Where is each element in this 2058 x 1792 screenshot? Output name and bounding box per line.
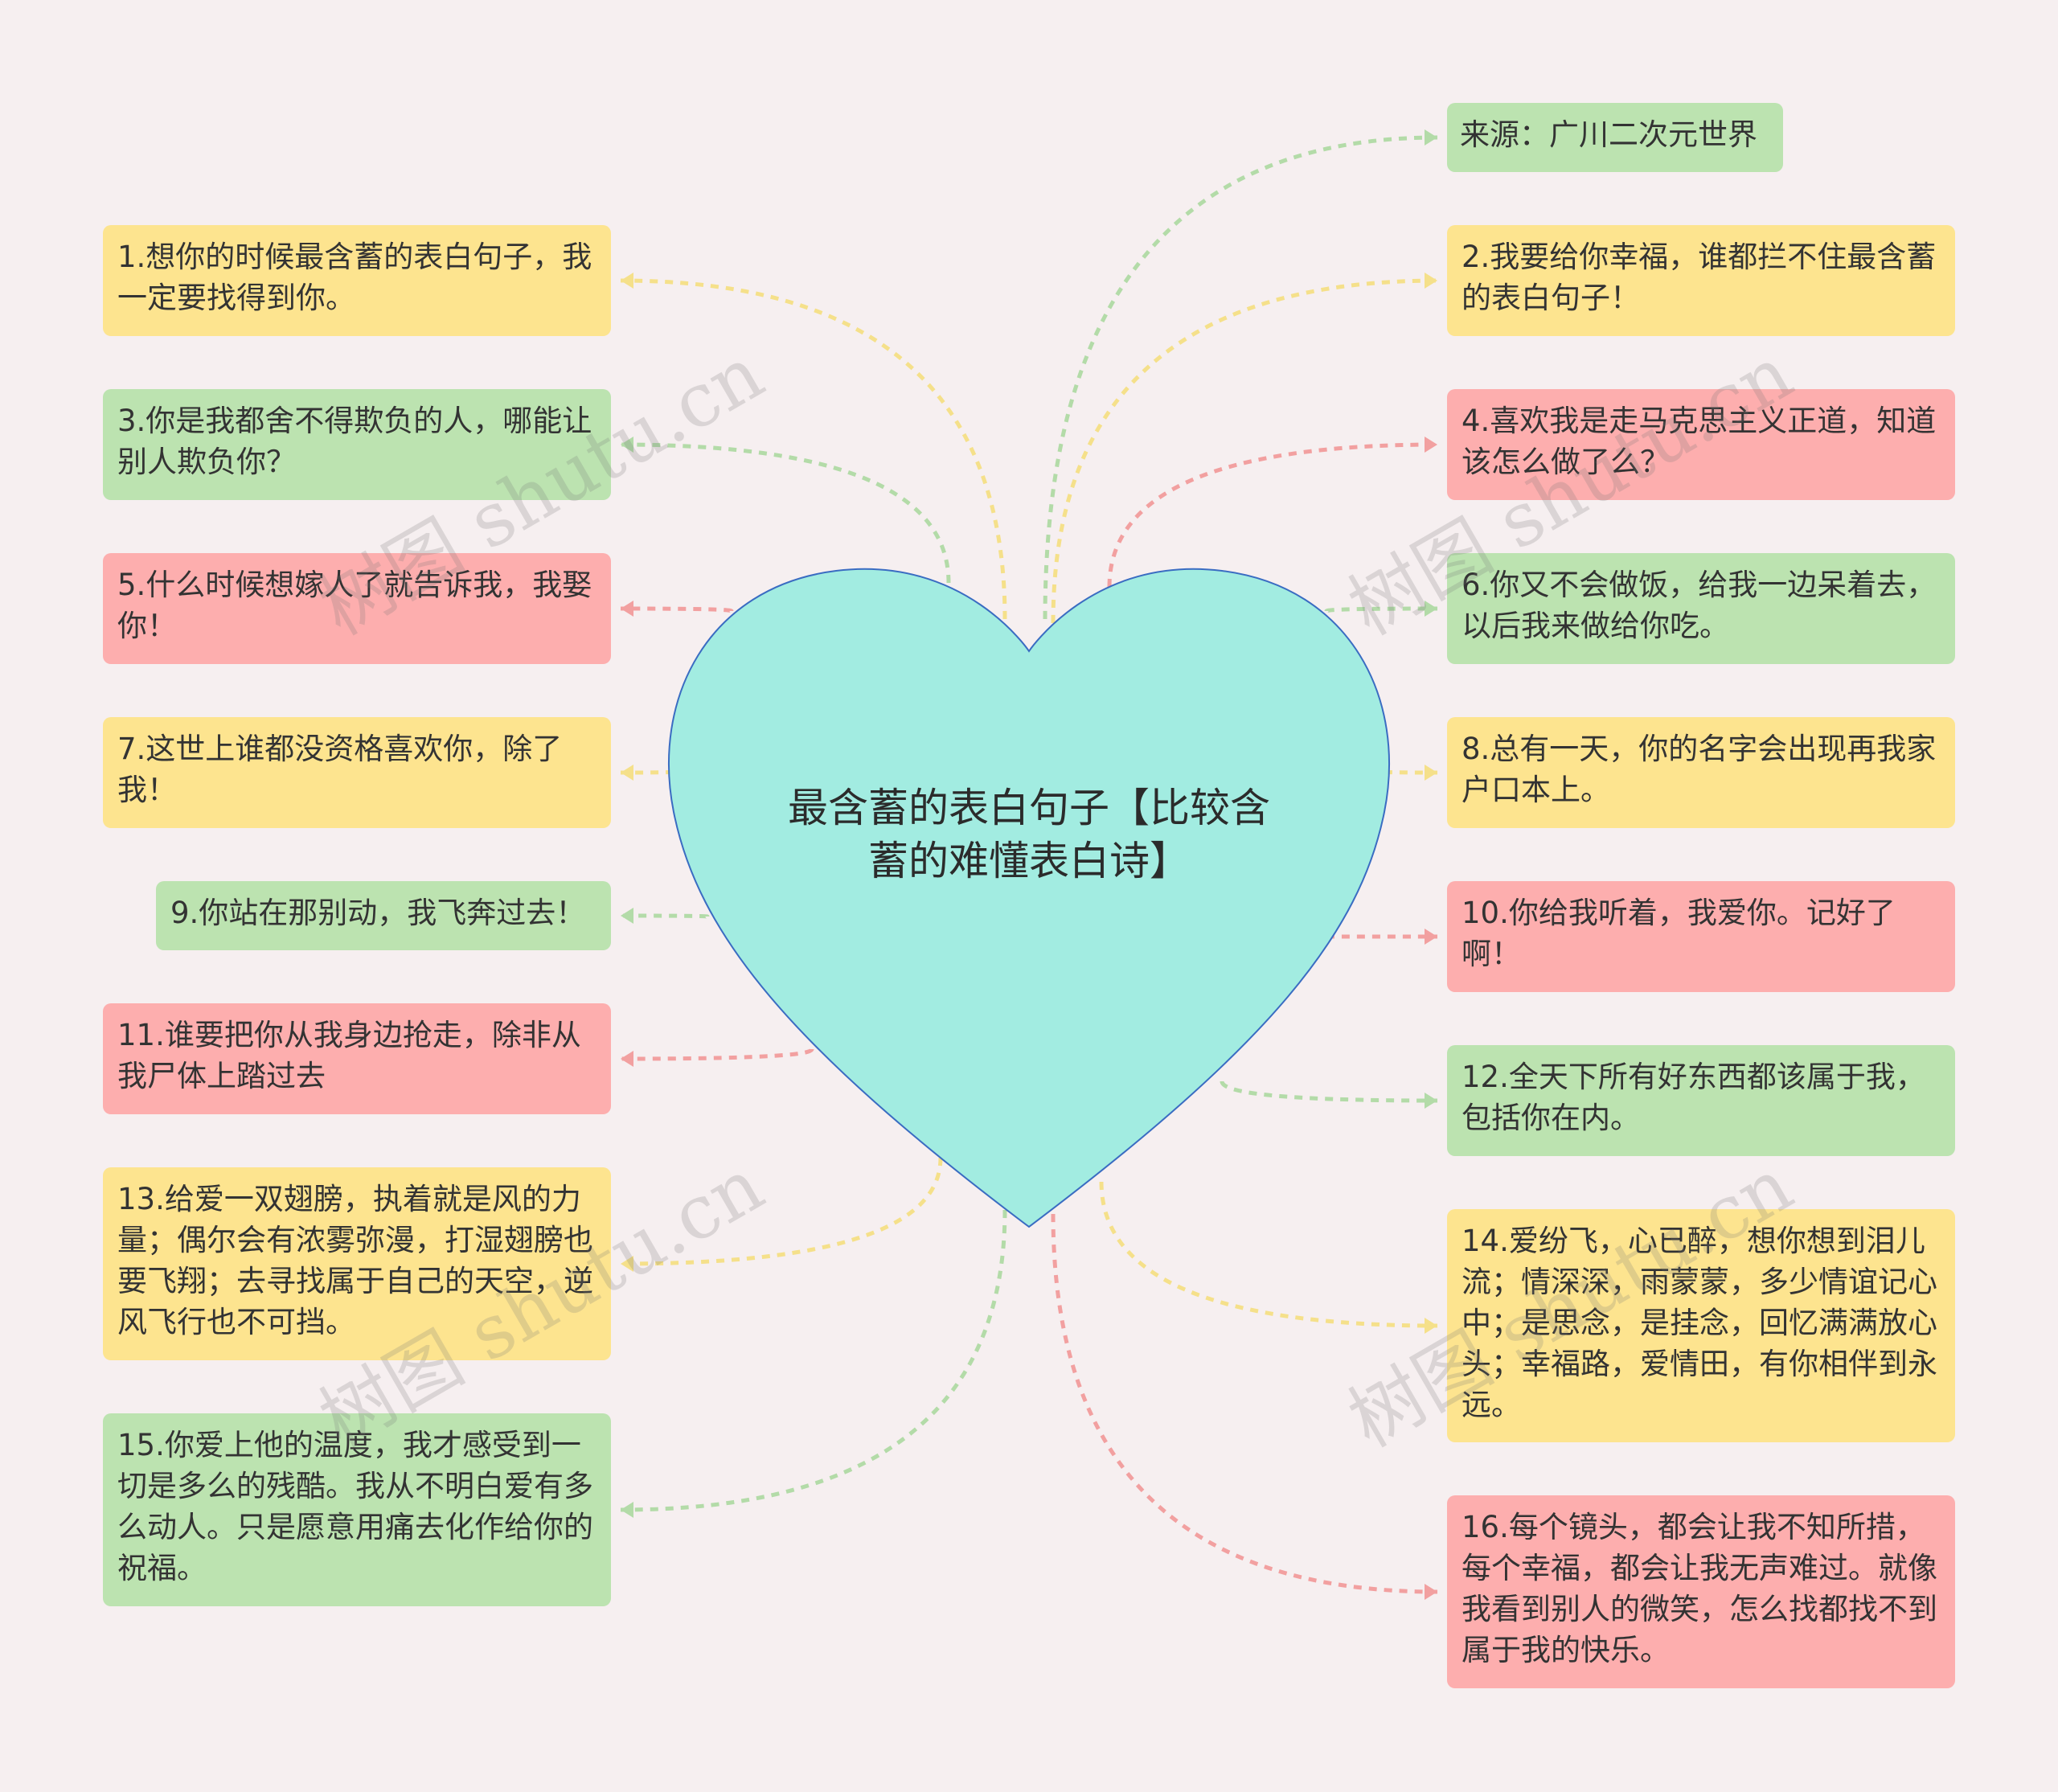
node-8-text: 8.总有一天，你的名字会出现再我家户口本上。 [1462,732,1937,807]
arrowhead-n4 [1425,437,1437,453]
arrowhead-n9 [621,908,633,924]
node-5[interactable]: 5.什么时候想嫁人了就告诉我，我娶你！ [103,553,611,664]
node-2[interactable]: 2.我要给你幸福，谁都拦不住最含蓄的表白句子！ [1447,225,1955,336]
arrowhead-n7 [621,765,633,781]
arrowhead-n11 [621,1051,633,1067]
node-3[interactable]: 3.你是我都舍不得欺负的人，哪能让别人欺负你？ [103,389,611,500]
connector-n12 [1220,1081,1438,1103]
node-6[interactable]: 6.你又不会做饭，给我一边呆着去，以后我来做给你吃。 [1447,553,1955,664]
node-2-text: 2.我要给你幸福，谁都拦不住最含蓄的表白句子！ [1462,240,1937,315]
connector-n2 [1051,278,1438,624]
arrowhead-n2 [1425,273,1437,289]
node-5-text: 5.什么时候想嫁人了就告诉我，我娶你！ [117,568,592,643]
connector-n11 [620,1048,814,1061]
connector-n6 [1324,606,1438,613]
arrowhead-n3 [621,437,633,453]
connector-source [1043,135,1438,620]
arrowhead-n8 [1425,765,1437,781]
arrowhead-n5 [621,601,633,617]
node-14-text: 14.爱纷飞，心已醉，想你想到泪儿流；情深深，雨蒙蒙，多少情谊记心中；是思念，是… [1462,1224,1937,1422]
node-11[interactable]: 11.谁要把你从我身边抢走，除非从我尸体上踏过去 [103,1003,611,1114]
node-11-text: 11.谁要把你从我身边抢走，除非从我尸体上踏过去 [117,1018,581,1093]
node-6-text: 6.你又不会做饭，给我一边呆着去，以后我来做给你吃。 [1462,568,1937,643]
node-1[interactable]: 1.想你的时候最含蓄的表白句子，我一定要找得到你。 [103,225,611,336]
connector-n16 [1051,1213,1438,1594]
node-4-text: 4.喜欢我是走马克思主义正道，知道该怎么做了么？ [1462,404,1937,479]
arrowhead-n16 [1425,1584,1437,1600]
node-9[interactable]: 9.你站在那别动，我飞奔过去！ [156,881,611,950]
arrowhead-source [1425,129,1437,146]
node-10-text: 10.你给我听着，我爱你。记好了啊！ [1462,896,1896,971]
connector-lines [620,129,1438,1600]
node-9-text: 9.你站在那别动，我飞奔过去！ [170,896,586,930]
node-7[interactable]: 7.这世上谁都没资格喜欢你，除了我！ [103,717,611,828]
node-8[interactable]: 8.总有一天，你的名字会出现再我家户口本上。 [1447,717,1955,828]
node-16-text: 16.每个镜头，都会让我不知所措，每个幸福，都会让我无声难过。就像我看到别人的微… [1462,1510,1937,1667]
node-14[interactable]: 14.爱纷飞，心已醉，想你想到泪儿流；情深深，雨蒙蒙，多少情谊记心中；是思念，是… [1447,1209,1955,1442]
central-heart-shape[interactable] [667,568,1391,1228]
connector-n1 [620,278,1007,620]
node-15-text: 15.你爱上他的温度，我才感受到一切是多么的残酷。我从不明白爱有多么动人。只是愿… [117,1428,593,1585]
arrowhead-n10 [1425,929,1437,945]
arrowhead-n1 [621,273,633,289]
arrowhead-n13 [621,1256,633,1272]
node-4[interactable]: 4.喜欢我是走马克思主义正道，知道该怎么做了么？ [1447,389,1955,500]
node-12-text: 12.全天下所有好东西都该属于我，包括你在内。 [1462,1060,1925,1135]
arrowhead-n12 [1425,1093,1437,1109]
central-topic-title: 最含蓄的表白句子【比较含蓄的难懂表白诗】 [788,785,1270,884]
node-source-text: 来源：广川二次元世界 [1460,117,1757,152]
arrowhead-n15 [621,1502,633,1518]
node-16[interactable]: 16.每个镜头，都会让我不知所措，每个幸福，都会让我无声难过。就像我看到别人的微… [1447,1495,1955,1688]
node-13-text: 13.给爱一双翅膀，执着就是风的力量；偶尔会有浓雾弥漫，打湿翅膀也要飞翔；去寻找… [117,1182,593,1339]
connector-n4 [1107,442,1438,588]
connector-n15 [620,1209,1007,1512]
connector-n13 [620,1157,943,1266]
arrowhead-n6 [1425,601,1437,617]
node-7-text: 7.这世上谁都没资格喜欢你，除了我！ [117,732,563,807]
node-12[interactable]: 12.全天下所有好东西都该属于我，包括你在内。 [1447,1045,1955,1156]
node-15[interactable]: 15.你爱上他的温度，我才感受到一切是多么的残酷。我从不明白爱有多么动人。只是愿… [103,1413,611,1606]
connector-n9 [620,913,710,919]
node-13[interactable]: 13.给爱一双翅膀，执着就是风的力量；偶尔会有浓雾弥漫，打湿翅膀也要飞翔；去寻找… [103,1167,611,1360]
connector-n5 [620,606,734,613]
node-10[interactable]: 10.你给我听着，我爱你。记好了啊！ [1447,881,1955,992]
node-1-text: 1.想你的时候最含蓄的表白句子，我一定要找得到你。 [117,240,592,315]
connector-n3 [620,442,951,584]
connector-n14 [1099,1181,1438,1328]
node-source[interactable]: 来源：广川二次元世界 [1447,103,1783,172]
node-3-text: 3.你是我都舍不得欺负的人，哪能让别人欺负你？ [117,404,592,479]
arrowhead-n14 [1425,1318,1437,1334]
